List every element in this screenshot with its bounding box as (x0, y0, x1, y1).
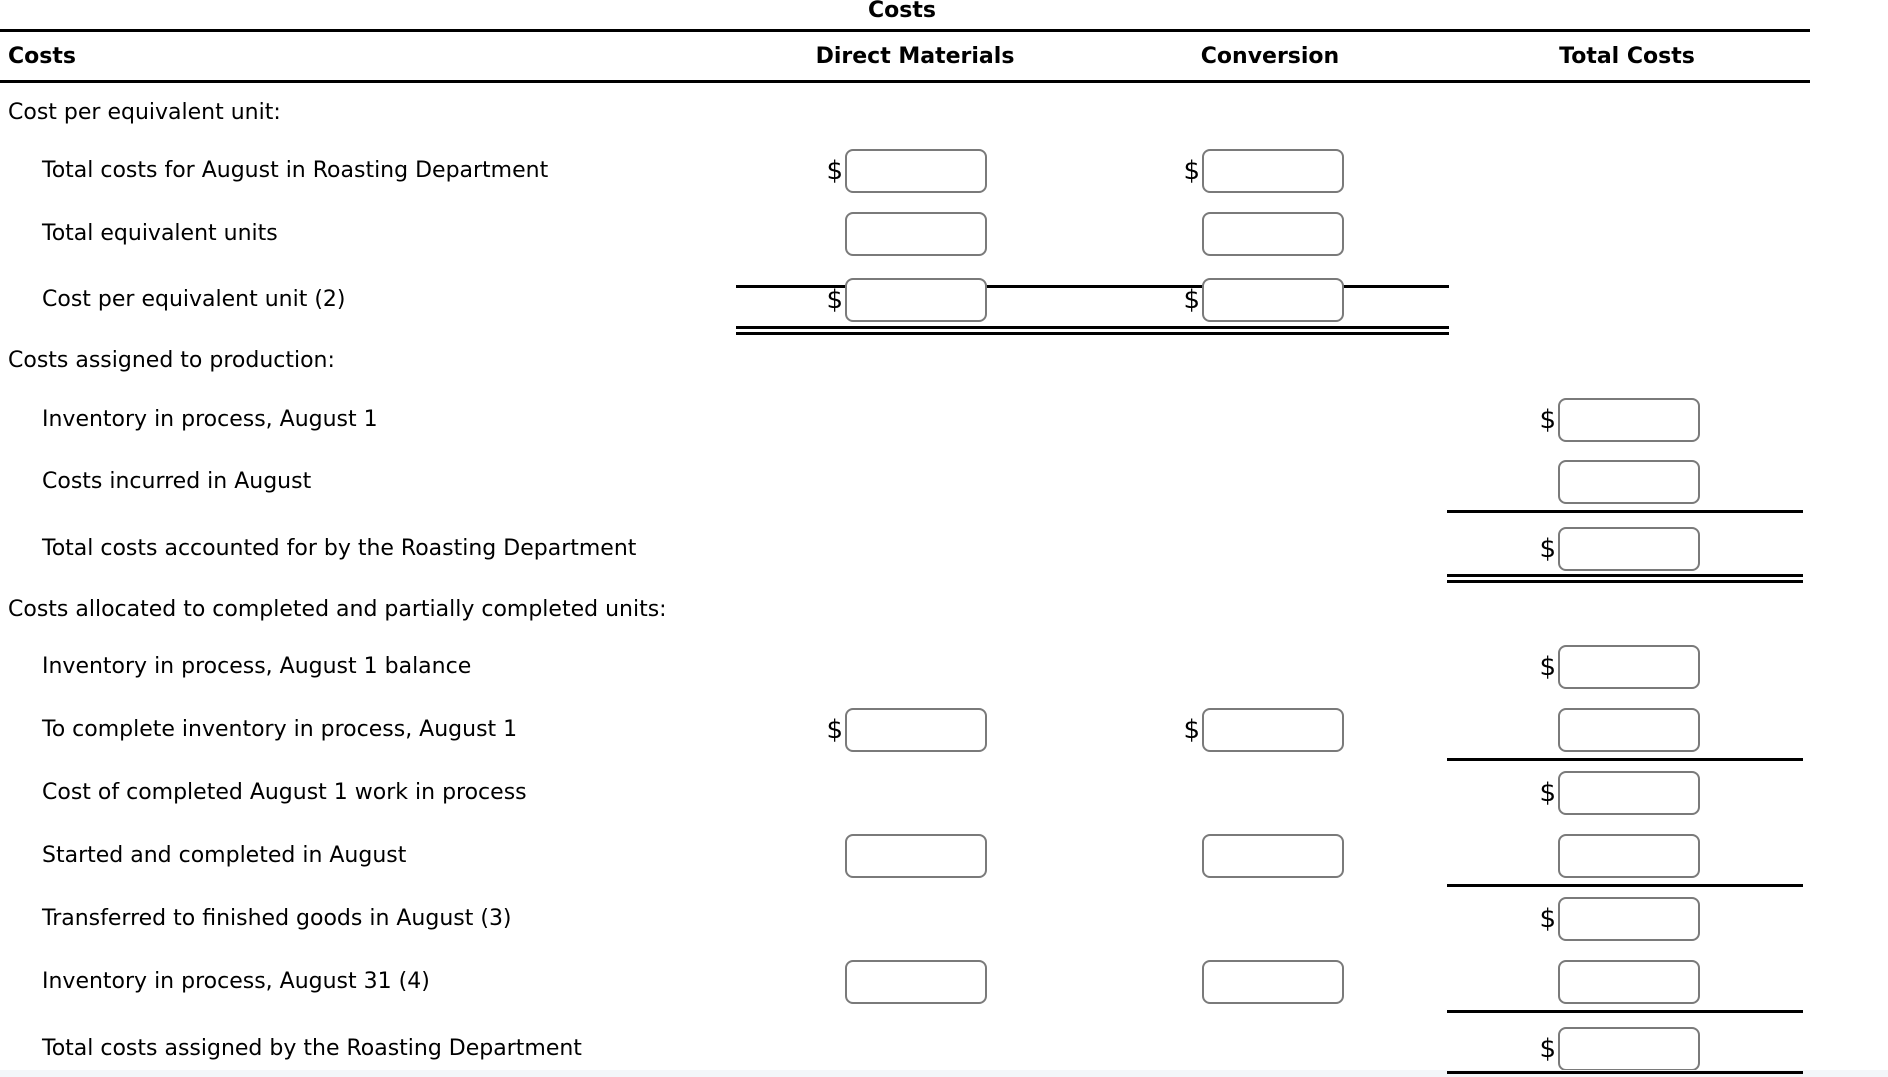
cell-dm-total-equivalent-units (811, 212, 987, 256)
double-rule-under-total-costs-accounted-for (1447, 574, 1803, 583)
row-label-section-cost-per-equivalent-unit: Cost per equivalent unit: (8, 100, 281, 125)
input-cv-inventory-aug-31[interactable] (1202, 960, 1344, 1004)
header-bottom-rule (0, 80, 1810, 83)
input-tc-total-costs-assigned[interactable] (1558, 1027, 1700, 1071)
bottom-page-strip (0, 1070, 1888, 1077)
cell-cv-total-equivalent-units (1168, 212, 1344, 256)
cell-dm-cost-per-equivalent-unit: $ (811, 278, 987, 322)
cell-dm-inventory-aug-31 (811, 960, 987, 1004)
dollar-sign: $ (1539, 1034, 1556, 1064)
row-label-total-costs-accounted-for: Total costs accounted for by the Roastin… (42, 536, 637, 561)
input-dm-cost-per-equivalent-unit[interactable] (845, 278, 987, 322)
cell-dm-started-completed (811, 834, 987, 878)
cell-tc-started-completed (1524, 834, 1700, 878)
rule-under-costs-incurred (1447, 510, 1803, 513)
cell-tc-inventory-aug-1-balance: $ (1524, 645, 1700, 689)
column-header-total-costs: Total Costs (1559, 44, 1695, 69)
dollar-sign: $ (1539, 534, 1556, 564)
column-header-direct-materials: Direct Materials (815, 44, 1015, 69)
double-rule-under-cost-per-equivalent-unit (736, 326, 1449, 335)
input-cv-cost-per-equivalent-unit[interactable] (1202, 278, 1344, 322)
input-tc-cost-of-completed-wip[interactable] (1558, 771, 1700, 815)
row-label-total-costs-assigned: Total costs assigned by the Roasting Dep… (42, 1036, 582, 1061)
input-tc-started-completed[interactable] (1558, 834, 1700, 878)
cell-cv-total-costs-august: $ (1168, 149, 1344, 193)
dollar-sign: $ (826, 285, 843, 315)
dollar-sign: $ (1539, 904, 1556, 934)
rule-under-to-complete (1447, 758, 1803, 761)
dollar-sign: $ (1539, 405, 1556, 435)
cell-dm-total-costs-august: $ (811, 149, 987, 193)
input-cv-started-completed[interactable] (1202, 834, 1344, 878)
rule-under-inventory-aug-31 (1447, 1010, 1803, 1013)
rule-under-total-costs-assigned (1447, 1071, 1803, 1074)
input-dm-inventory-aug-31[interactable] (845, 960, 987, 1004)
rule-under-total-equivalent-units (736, 285, 1449, 288)
cell-tc-to-complete (1524, 708, 1700, 752)
row-label-inventory-in-process-aug-1: Inventory in process, August 1 (42, 407, 378, 432)
cell-cv-cost-per-equivalent-unit: $ (1168, 278, 1344, 322)
row-label-cost-of-completed-wip: Cost of completed August 1 work in proce… (42, 780, 527, 805)
input-tc-to-complete[interactable] (1558, 708, 1700, 752)
input-dm-total-equivalent-units[interactable] (845, 212, 987, 256)
row-label-costs-incurred-in-august: Costs incurred in August (42, 469, 312, 494)
cell-tc-inventory-in-process-aug-1: $ (1524, 398, 1700, 442)
row-label-inventory-aug-31: Inventory in process, August 31 (4) (42, 969, 430, 994)
row-label-total-equivalent-units: Total equivalent units (42, 221, 278, 246)
input-tc-inventory-in-process-aug-1[interactable] (1558, 398, 1700, 442)
cell-tc-inventory-aug-31 (1524, 960, 1700, 1004)
cell-tc-total-costs-assigned: $ (1524, 1027, 1700, 1071)
input-tc-costs-incurred[interactable] (1558, 460, 1700, 504)
row-label-section-costs-allocated: Costs allocated to completed and partial… (8, 597, 667, 622)
row-label-total-costs-for-august: Total costs for August in Roasting Depar… (42, 158, 549, 183)
dollar-sign: $ (826, 715, 843, 745)
input-cv-to-complete[interactable] (1202, 708, 1344, 752)
input-dm-to-complete[interactable] (845, 708, 987, 752)
cell-cv-to-complete: $ (1168, 708, 1344, 752)
input-cv-total-equivalent-units[interactable] (1202, 212, 1344, 256)
row-label-transferred-to-finished-goods: Transferred to finished goods in August … (42, 906, 512, 931)
dollar-sign: $ (1183, 156, 1200, 186)
header-top-rule (0, 29, 1810, 32)
input-dm-total-costs-august[interactable] (845, 149, 987, 193)
dollar-sign: $ (1183, 715, 1200, 745)
row-label-section-costs-assigned-to-production: Costs assigned to production: (8, 348, 335, 373)
input-dm-started-completed[interactable] (845, 834, 987, 878)
row-label-started-and-completed: Started and completed in August (42, 843, 407, 868)
cell-tc-total-costs-accounted-for: $ (1524, 527, 1700, 571)
column-header-conversion: Conversion (1200, 44, 1340, 69)
cell-tc-transferred-finished-goods: $ (1524, 897, 1700, 941)
row-label-cost-per-equivalent-unit-2: Cost per equivalent unit (2) (42, 287, 346, 312)
dollar-sign: $ (1539, 652, 1556, 682)
input-tc-inventory-aug-1-balance[interactable] (1558, 645, 1700, 689)
input-tc-transferred-finished-goods[interactable] (1558, 897, 1700, 941)
dollar-sign: $ (1539, 778, 1556, 808)
cell-tc-costs-incurred (1524, 460, 1700, 504)
row-label-inventory-aug-1-balance: Inventory in process, August 1 balance (42, 654, 472, 679)
cell-tc-cost-of-completed-wip: $ (1524, 771, 1700, 815)
input-tc-total-costs-accounted-for[interactable] (1558, 527, 1700, 571)
rule-under-started-completed (1447, 884, 1803, 887)
cell-cv-started-completed (1168, 834, 1344, 878)
table-title: Costs (868, 0, 936, 23)
cell-cv-inventory-aug-31 (1168, 960, 1344, 1004)
input-tc-inventory-aug-31[interactable] (1558, 960, 1700, 1004)
dollar-sign: $ (1183, 285, 1200, 315)
input-cv-total-costs-august[interactable] (1202, 149, 1344, 193)
row-label-to-complete-inventory: To complete inventory in process, August… (42, 717, 518, 742)
cell-dm-to-complete: $ (811, 708, 987, 752)
dollar-sign: $ (826, 156, 843, 186)
column-header-costs: Costs (8, 44, 76, 69)
